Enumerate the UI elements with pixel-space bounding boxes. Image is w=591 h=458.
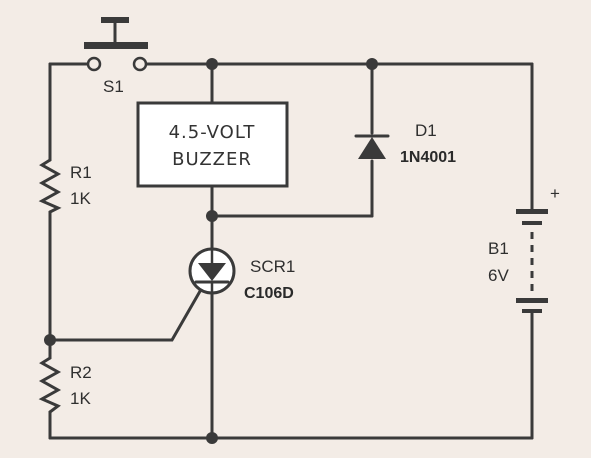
resistor-r1-ref: R1 [70,163,92,182]
buzzer-label-line2: BUZZER [172,149,252,170]
resistor-r2-zigzag [38,356,62,414]
wires [48,62,534,440]
battery-plate-negative [522,309,542,313]
junction-dot [366,58,378,70]
diode-ref-label: D1 [415,121,437,140]
switch-terminal-right [132,56,148,72]
switch-terminal-left [86,56,102,72]
junction-dot [206,432,218,444]
diode-part-label: 1N4001 [400,149,456,166]
wire-scr-gate [48,284,205,342]
scr1: SCR1 C106D [188,247,295,302]
battery-plate-positive [516,209,548,214]
switch-s1: S1 [84,17,148,96]
resistor-r1: R1 1K [38,158,92,214]
junction-dot [206,210,218,222]
switch-contact-bar [84,42,148,49]
junction-dot [206,58,218,70]
scr-triangle [198,263,226,281]
buzzer-label-line1: 4.5-VOLT [169,122,256,143]
battery-ref-label: B1 [488,239,509,258]
junction-dots [44,58,378,444]
resistor-r2-value: 1K [70,389,91,408]
battery-value-label: 6V [488,266,509,285]
resistor-r1-value: 1K [70,189,91,208]
switch-button-cap [101,17,129,23]
scr-ref-label: SCR1 [250,257,295,276]
battery-plus-sign: + [550,184,560,203]
buzzer-box [136,101,289,188]
resistor-r2: R2 1K [38,356,92,414]
resistor-r1-zigzag [38,158,62,214]
resistor-r2-ref: R2 [70,363,92,382]
battery-plate-negative-top [522,221,542,225]
battery-b1: + B1 6V [488,184,560,313]
scr-part-label: C106D [244,285,294,302]
diode-d1: D1 1N4001 [354,121,456,166]
diode-triangle [358,137,386,159]
buzzer: 4.5-VOLT BUZZER [136,101,289,188]
battery-plate-positive-bottom [516,298,548,303]
junction-dot [44,334,56,346]
switch-label: S1 [103,77,124,96]
